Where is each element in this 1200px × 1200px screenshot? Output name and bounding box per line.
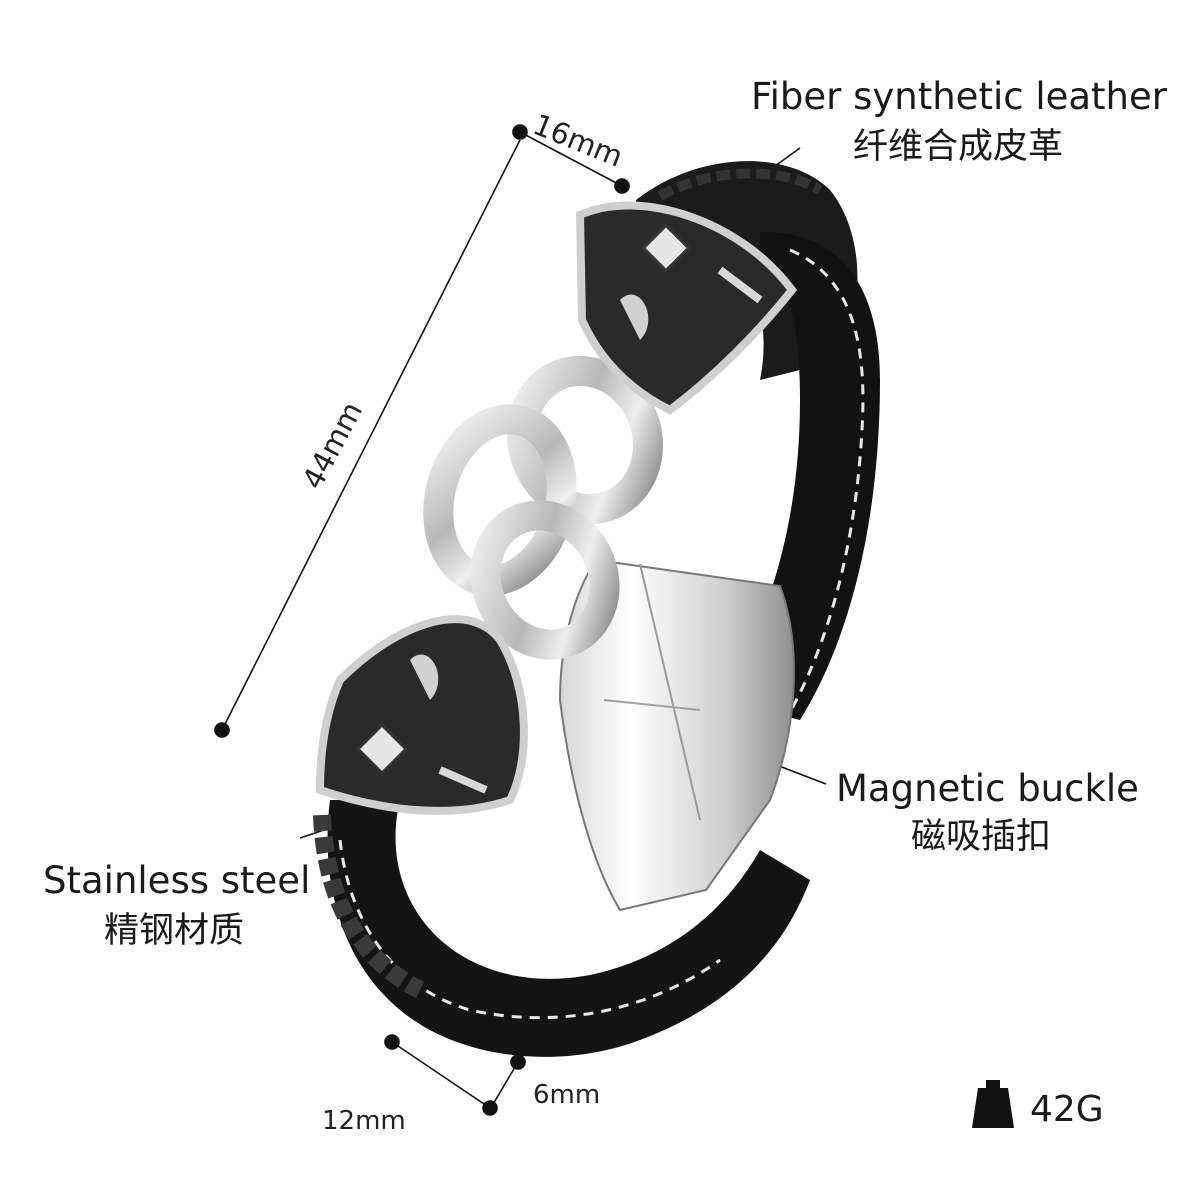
stainless-steel-label: Stainless steel <box>43 859 311 902</box>
leather-band-front <box>313 800 810 1057</box>
magnetic-clasp <box>558 558 795 912</box>
magnetic-buckle-label-zh: 磁吸插扣 <box>911 817 1052 857</box>
top-end-cap <box>575 201 798 415</box>
magnetic-buckle-label: Magnetic buckle <box>836 767 1139 810</box>
dimension-thickness: 6mm <box>533 1080 601 1110</box>
bottom-end-cap <box>315 615 528 815</box>
stainless-steel-label-zh: 精钢材质 <box>104 911 245 951</box>
steel-chain-links <box>423 355 663 660</box>
fiber-leather-label-zh: 纤维合成皮革 <box>853 127 1064 167</box>
weight-value: 42G <box>1030 1089 1104 1130</box>
dimension-width-bottom: 12mm <box>322 1106 406 1136</box>
leather-band-right <box>720 231 880 720</box>
fiber-leather-label: Fiber synthetic leather <box>751 75 1167 118</box>
weight-icon <box>972 1080 1014 1128</box>
